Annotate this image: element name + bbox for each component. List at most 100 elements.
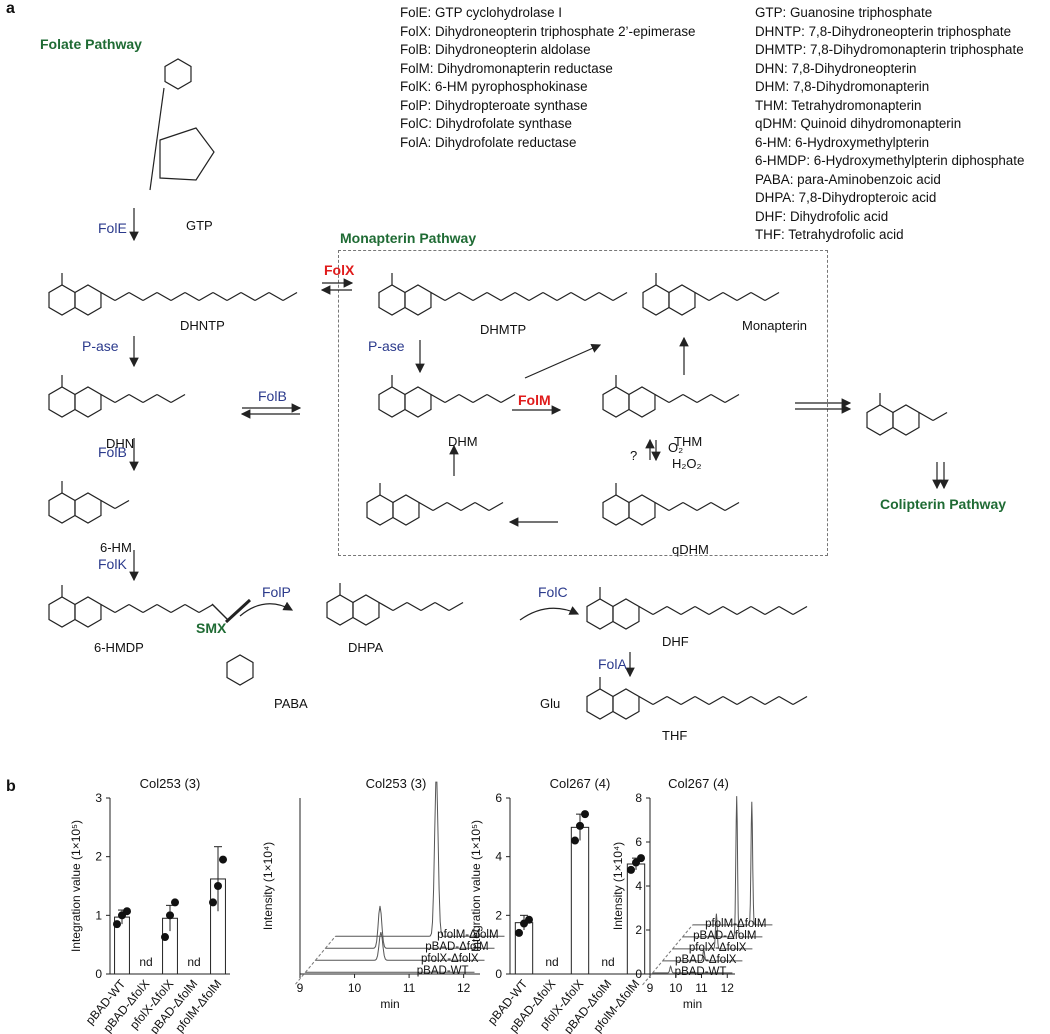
label-dhntp: DHNTP xyxy=(180,318,225,333)
bar xyxy=(570,826,590,975)
monapterin-structure-chain xyxy=(764,291,780,302)
data-point xyxy=(515,928,523,937)
chart-title: Col253 (3) xyxy=(140,776,201,791)
enzyme-folm: FolM xyxy=(518,392,551,408)
compound-legend-item: GTP: Guanosine triphosphate xyxy=(755,5,933,20)
x-tick-label: 12 xyxy=(721,981,735,995)
dhm-structure-chain xyxy=(444,393,460,404)
trace-offset-guide xyxy=(305,959,316,973)
trace-label: pfolX-ΔfolX xyxy=(689,942,747,954)
compound-legend-item: THF: Tetrahydrofolic acid xyxy=(755,227,904,242)
dhmtp-structure-ring-b xyxy=(404,284,432,316)
dhn-structure-chain xyxy=(156,393,172,404)
chart-title: Col253 (3) xyxy=(366,776,427,791)
label-dhpa: DHPA xyxy=(348,640,384,655)
dhmtp-structure-chain xyxy=(514,291,530,302)
label-qdhm: qDHM xyxy=(672,542,709,557)
label-dhmtp: DHMTP xyxy=(480,322,527,337)
thf-structure-chain xyxy=(694,695,710,706)
dhm-structure-chain xyxy=(486,393,502,404)
thf-structure-chain xyxy=(750,695,766,706)
dhmtp-structure-chain xyxy=(486,291,502,302)
enzyme-legend-item: FolP: Dihydropteroate synthase xyxy=(400,97,588,113)
dhn-structure-chain xyxy=(114,393,130,404)
enzyme-folb-mid: FolB xyxy=(258,388,287,404)
folate-pathway-title: Folate Pathway xyxy=(40,36,142,52)
label-gtp: GTP xyxy=(186,218,213,233)
trace-label: pBAD-ΔfolM xyxy=(693,930,756,942)
6hmdp-structure-ring-b xyxy=(74,596,102,628)
chart-title: Col267 (4) xyxy=(668,776,729,791)
6hm-structure-ring-b xyxy=(74,492,102,524)
y-tick-label: 0 xyxy=(95,967,102,981)
thm-structure-chain xyxy=(710,393,726,404)
data-point xyxy=(209,898,217,907)
data-point xyxy=(627,865,635,874)
enzyme-legend-item: FolC: Dihydrofolate synthase xyxy=(400,116,572,131)
qdhm-structure-chain xyxy=(696,501,712,512)
dhn-structure-ring-b xyxy=(74,386,102,418)
y-tick-label: 3 xyxy=(95,791,102,805)
enzyme-folb-left: FolB xyxy=(98,444,127,460)
x-tick-label: 11 xyxy=(403,981,416,995)
qdhm-intermediate-structure-chain xyxy=(488,501,504,512)
monapterin-structure-chain xyxy=(722,291,738,302)
colipterin-pathway-title: Colipterin Pathway xyxy=(880,496,1007,512)
y-axis-label: Intensity (1×10⁴) xyxy=(261,842,275,930)
dhmtp-structure-chain xyxy=(444,291,460,302)
qdhm-structure-chain xyxy=(668,501,684,512)
enzyme-folc: FolC xyxy=(538,584,568,600)
label-thf: THF xyxy=(662,728,688,743)
dhntp-structure-chain xyxy=(212,291,228,302)
trace-offset-guide xyxy=(682,924,693,938)
thf-structure-chain xyxy=(652,695,668,706)
dhm-structure-chain xyxy=(458,393,474,404)
dhntp-structure-chain xyxy=(114,291,130,302)
dhpa-structure-chain xyxy=(378,601,394,612)
dhpa-structure-ring-a xyxy=(326,594,354,626)
y-tick-label: 1 xyxy=(95,908,102,922)
label-thm: THM xyxy=(674,434,703,449)
dhm-structure-ring-a xyxy=(378,386,406,418)
dhmtp-structure-chain xyxy=(612,291,628,302)
qdhm-intermediate-structure-chain xyxy=(432,501,448,512)
trace-label: pBAD-WT xyxy=(417,965,469,977)
compound-legend-item: DHN: 7,8-Dihydroneopterin xyxy=(755,60,917,76)
enzyme-legend-item: FolB: Dihydroneopterin aldolase xyxy=(400,42,591,57)
dhm-structure-chain xyxy=(472,393,488,404)
6hmdp-structure-chain xyxy=(100,603,116,614)
dhmtp-structure-chain xyxy=(556,291,572,302)
compound-legend-item: DHF: Dihydrofolic acid xyxy=(755,208,889,224)
compound-legend-item: 6-HM: 6-Hydroxymethylpterin xyxy=(755,134,930,150)
dhntp-structure-ring-b xyxy=(74,284,102,316)
6hmdp-structure-chain xyxy=(128,603,144,614)
trace-offset-guide xyxy=(662,948,673,962)
dhmtp-structure-chain xyxy=(528,291,544,302)
6hmdp-structure-chain xyxy=(170,603,186,614)
y-tick-label: 0 xyxy=(635,967,642,981)
enzyme-pase-box: P-ase xyxy=(368,338,405,354)
trace-label: pBAD-ΔfolX xyxy=(675,954,737,966)
thm-structure-chain xyxy=(696,393,712,404)
label-dhn: DHN xyxy=(106,436,135,451)
y-tick-label: 6 xyxy=(635,835,642,849)
dhntp-structure-chain xyxy=(198,291,214,302)
dhm-structure-chain xyxy=(430,393,446,404)
compound-legend-item: qDHM: Quinoid dihydromonapterin xyxy=(755,116,962,131)
dhntp-structure-chain xyxy=(156,291,172,302)
dhpa-structure-ring-b xyxy=(352,594,380,626)
thm-structure-chain xyxy=(668,393,684,404)
thf-structure-chain xyxy=(722,695,738,706)
dhntp-structure-chain xyxy=(100,291,116,302)
dhntp-structure-chain xyxy=(254,291,270,302)
label-dhm: DHM xyxy=(448,434,478,449)
chromatogram-trace xyxy=(335,781,505,937)
compound-legend-item: PABA: para-Aminobenzoic acid xyxy=(755,171,941,187)
unknown-step-mark: ? xyxy=(630,448,638,463)
dhn-structure-chain xyxy=(128,393,144,404)
dhmtp-structure-chain xyxy=(458,291,474,302)
dhmtp-structure-chain xyxy=(472,291,488,302)
y-tick-label: 8 xyxy=(635,791,642,805)
